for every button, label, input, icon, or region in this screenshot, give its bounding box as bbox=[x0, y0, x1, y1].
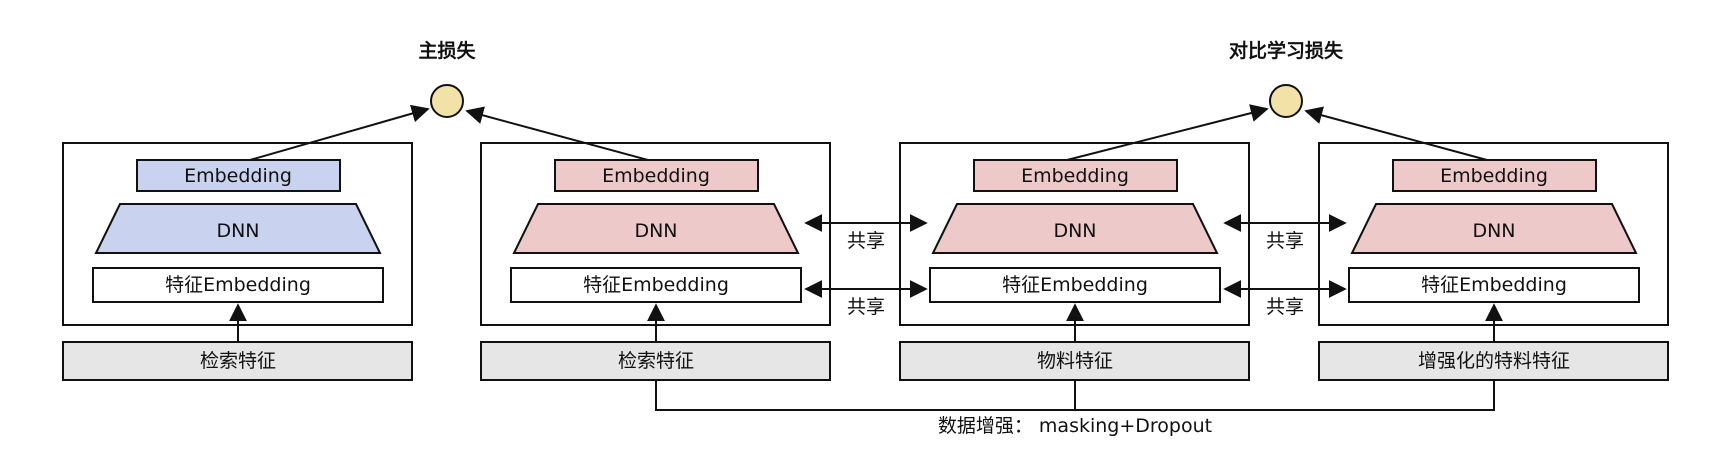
dnn-trapezoid bbox=[94, 203, 382, 254]
feature-embedding-label: 特征Embedding bbox=[583, 274, 729, 296]
embedding-label: Embedding bbox=[1440, 165, 1548, 187]
embedding-box bbox=[973, 159, 1178, 192]
feature-embedding-box bbox=[929, 267, 1221, 303]
feature-embedding-label: 特征Embedding bbox=[165, 274, 311, 296]
arrow-to-contrastive-loss-right bbox=[1304, 106, 1488, 161]
dnn-label: DNN bbox=[216, 220, 259, 242]
dnn-label: DNN bbox=[1472, 220, 1515, 242]
share-label-dnn-2: 共享 bbox=[1266, 230, 1304, 252]
dnn-trapezoid bbox=[1350, 203, 1638, 254]
embedding-box bbox=[1392, 159, 1597, 192]
arrow-to-main-loss-right bbox=[465, 106, 649, 161]
tower-1: Embedding DNN 特征Embedding 检索特征 bbox=[62, 142, 413, 381]
dnn-trapezoid bbox=[931, 203, 1219, 254]
tower-2: Embedding DNN 特征Embedding 检索特征 bbox=[480, 142, 831, 381]
tower-3: Embedding DNN 特征Embedding 物料特征 bbox=[899, 142, 1250, 381]
embedding-box bbox=[136, 159, 341, 192]
contrastive-loss-label: 对比学习损失 bbox=[1229, 39, 1344, 62]
share-label-feature-2: 共享 bbox=[1266, 296, 1304, 318]
arrow-to-contrastive-loss-left bbox=[1066, 104, 1269, 161]
feature-embedding-label: 特征Embedding bbox=[1002, 274, 1148, 296]
share-label-dnn-1: 共享 bbox=[847, 230, 885, 252]
share-label-feature-1: 共享 bbox=[847, 296, 885, 318]
augmentation-label: 数据增强： masking+Dropout bbox=[938, 415, 1212, 437]
main-loss-label: 主损失 bbox=[418, 39, 476, 62]
feature-embedding-box bbox=[1348, 267, 1640, 303]
feature-embedding-box bbox=[510, 267, 802, 303]
feature-embedding-box bbox=[92, 267, 384, 303]
feature-embedding-label: 特征Embedding bbox=[1421, 274, 1567, 296]
dnn-label: DNN bbox=[1053, 220, 1096, 242]
contrastive-loss-node bbox=[1269, 84, 1303, 118]
input-label: 物料特征 bbox=[1037, 350, 1113, 372]
embedding-label: Embedding bbox=[184, 165, 292, 187]
main-loss-node bbox=[430, 84, 464, 118]
input-label: 检索特征 bbox=[618, 350, 694, 372]
dnn-trapezoid bbox=[512, 203, 800, 254]
dnn-label: DNN bbox=[634, 220, 677, 242]
embedding-label: Embedding bbox=[602, 165, 710, 187]
input-box bbox=[899, 341, 1250, 381]
embedding-label: Embedding bbox=[1021, 165, 1129, 187]
embedding-box bbox=[554, 159, 759, 192]
input-label: 检索特征 bbox=[200, 350, 276, 372]
arrow-to-main-loss-left bbox=[249, 104, 430, 161]
input-label: 增强化的特料特征 bbox=[1418, 350, 1570, 372]
tower-4: Embedding DNN 特征Embedding 增强化的特料特征 bbox=[1318, 142, 1669, 381]
input-box bbox=[1318, 341, 1669, 381]
